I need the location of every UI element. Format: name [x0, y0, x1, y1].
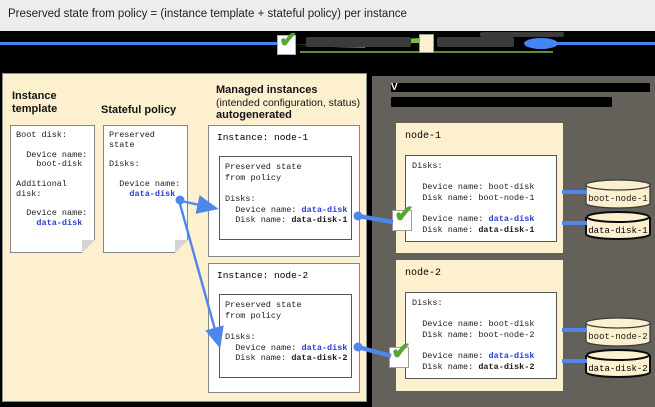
checkmark-icon: ✔	[394, 201, 415, 228]
disk-label: data-disk-2	[588, 364, 647, 374]
preserved-checkmark-box: ✔	[389, 340, 411, 368]
checkmark-icon: ✔	[391, 338, 412, 365]
vm-node-heading: node-1	[405, 131, 442, 142]
title-bar: Preserved state from policy = (instance …	[0, 0, 655, 31]
data-disk-2-disk-icon: data-disk-2	[585, 349, 651, 378]
legend-redacted-text	[480, 32, 564, 37]
diagram-title: Preserved state from policy = (instance …	[8, 8, 407, 20]
managed-instance-node-2: Instance: node-2 Preserved state from po…	[208, 263, 360, 393]
heading-visible-letter: V	[391, 82, 398, 93]
disk-label: boot-node-1	[588, 194, 647, 204]
disk-label: boot-node-2	[588, 332, 647, 342]
legend-blue-line-left	[0, 42, 277, 45]
vm-disks-box: Disks: Device name: boot-disk Disk name:…	[405, 155, 557, 242]
vm-node-2: node-2 Disks: Device name: boot-disk Dis…	[396, 260, 563, 391]
vm-node-1: node-1 Disks: Device name: boot-disk Dis…	[396, 123, 563, 253]
vm-disks-box: Disks: Device name: boot-disk Disk name:…	[405, 292, 557, 379]
managed-instance-heading: Instance: node-1	[217, 132, 309, 143]
boot-node-2-disk-icon: boot-node-2	[585, 317, 651, 347]
checkmark-icon: ✔	[279, 27, 298, 52]
boot-node-1-disk-icon: boot-node-1	[585, 179, 651, 209]
data-disk-1-disk-icon: data-disk-1	[585, 211, 651, 240]
redacted-heading-line	[391, 97, 612, 107]
legend-redacted-text	[306, 37, 411, 47]
vm-node-heading: node-2	[405, 268, 442, 279]
legend-beige-box-icon	[419, 34, 434, 53]
legend-checkmark-box: ✔	[277, 29, 297, 55]
instance-template-box: Boot disk: Device name: boot-disk Additi…	[10, 125, 96, 254]
managed-instances-heading: Managed instances (intended configuratio…	[216, 84, 361, 121]
preserved-checkmark-box: ✔	[392, 203, 414, 231]
instance-template-heading: Instance template	[12, 90, 58, 115]
legend-blue-line-right	[556, 42, 655, 45]
redacted-heading-line	[391, 83, 650, 92]
legend-blue-dot-icon	[524, 38, 558, 49]
legend-redacted-text	[437, 37, 514, 47]
stateful-policy-heading: Stateful policy	[101, 104, 177, 116]
disk-label: data-disk-1	[588, 226, 647, 236]
managed-instance-heading: Instance: node-2	[217, 270, 309, 281]
managed-instance-node-1: Instance: node-1 Preserved state from po…	[208, 125, 360, 257]
stateful-policy-box: Preserved state Disks: Device name: data…	[103, 125, 189, 254]
legend-band: ✔	[0, 29, 655, 73]
preserved-state-box: Preserved state from policy Disks: Devic…	[219, 294, 352, 378]
preserved-state-box: Preserved state from policy Disks: Devic…	[219, 156, 352, 240]
